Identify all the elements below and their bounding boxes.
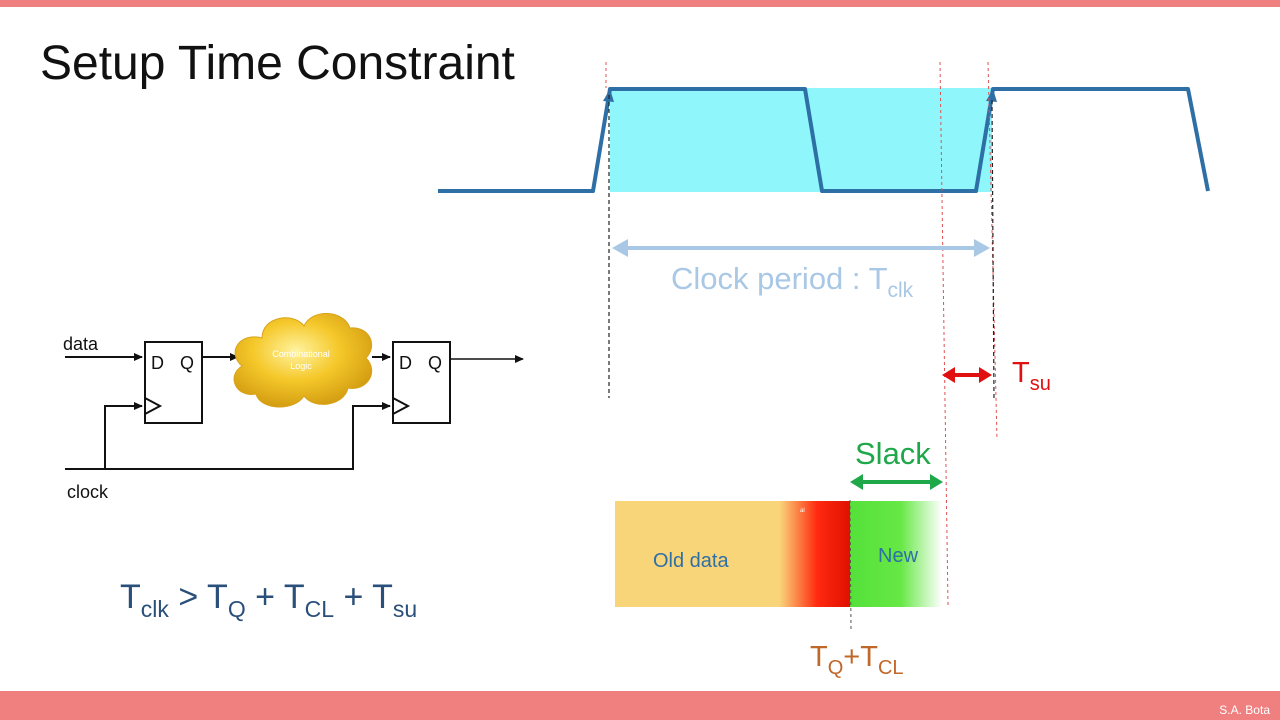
ff2-d-label: D [399, 353, 412, 373]
timing-diagram: Clock period : Tclk Tsu Slack Old data N… [438, 61, 1210, 679]
footer-author: S.A. Bota [1219, 703, 1270, 717]
slack-arrow [850, 474, 943, 490]
data-input-label: data [63, 334, 99, 354]
slack-label: Slack [855, 436, 931, 471]
clock-waveform [438, 87, 1210, 193]
cloud-label-line1: Combinational [272, 349, 330, 359]
tsu-label: Tsu [1012, 357, 1051, 395]
circuit-schematic: data D Q Combinational Logic D Q clock [63, 313, 524, 502]
guide-line-tq-tcl [849, 499, 852, 631]
clock-period-band [610, 88, 992, 192]
cloud-label-line2: Logic [290, 361, 312, 371]
combinational-logic-cloud: Combinational Logic [233, 313, 373, 408]
tq-tcl-label: TQ+TCL [810, 641, 904, 679]
guide-line-edge-2-black [991, 99, 995, 401]
clock-wire [65, 402, 391, 470]
ff2-q-label: Q [428, 353, 442, 373]
clock-branch-ff1 [104, 402, 143, 469]
guide-line-tsu [939, 61, 949, 606]
tiny-mark: al [800, 508, 805, 514]
ff2-clock-triangle [392, 397, 411, 415]
ff1-clock-triangle [144, 397, 163, 415]
slide-title: Setup Time Constraint [40, 37, 515, 90]
old-data-bar [615, 501, 850, 607]
clock-period-arrow [612, 239, 990, 257]
new-data-bar [850, 501, 942, 607]
old-data-label: Old data [653, 550, 729, 572]
flip-flop-1: D Q [144, 341, 203, 424]
flip-flop-2: D Q [392, 341, 451, 424]
ff1-d-label: D [151, 353, 164, 373]
tsu-arrow [942, 367, 992, 383]
ff1-q-label: Q [180, 353, 194, 373]
new-data-label: New [878, 545, 919, 567]
setup-equation: Tclk > TQ + TCL + Tsu [120, 578, 417, 622]
clock-period-label: Clock period : Tclk [671, 261, 914, 302]
clock-input-label: clock [67, 482, 109, 502]
